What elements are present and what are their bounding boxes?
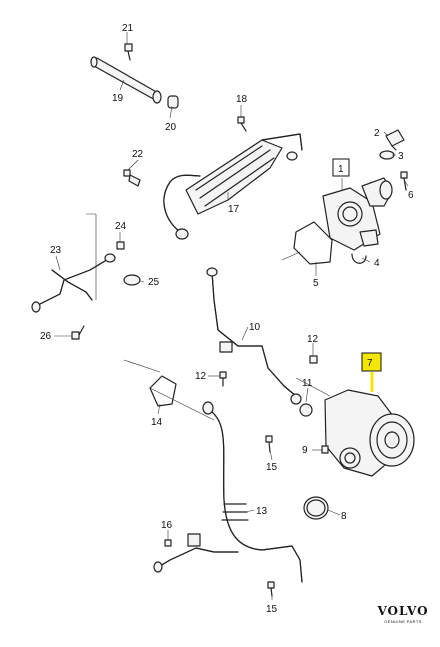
callout-22: 22 [132,149,144,160]
callout-15a: 15 [266,462,278,473]
part-2-sensor [385,129,405,151]
part-11-seal [299,403,313,417]
part-4-clip [351,253,367,264]
callout-24: 24 [115,221,127,232]
part-15-bolt-b [267,581,275,597]
callout-3: 3 [398,151,404,162]
callout-26: 26 [40,331,52,342]
callout-16: 16 [161,520,173,531]
part-19-pipe [90,56,162,104]
genuine-parts-tagline: GENUINE PARTS [384,619,422,624]
volvo-logo: VOLVO [377,604,429,618]
callout-15b: 15 [266,604,278,615]
part-7-water-pump [324,389,415,477]
part-12-bolt-a [309,355,318,364]
part-18-bolt [237,116,247,132]
callout-4: 4 [374,258,380,269]
callout-7: 7 [367,358,373,369]
part-13-pipe [153,401,303,583]
part-20-seal [167,95,179,109]
part-22-bolt [123,169,141,187]
part-14-gasket [149,375,177,407]
callout-23: 23 [50,245,62,256]
part-10-pipe [206,267,302,405]
part-3-oring [379,150,395,160]
part-23-pipe [31,253,116,313]
callout-1: 1 [338,164,344,175]
callout-18: 18 [236,94,248,105]
part-16-bolt [164,539,172,547]
callout-11: 11 [302,378,313,389]
callout-20: 20 [165,122,177,133]
highlight-callout-7 [361,352,382,392]
part-5-gasket [293,221,333,265]
part-21-bolt [124,43,133,61]
callout-1-box [332,158,350,177]
callout-8: 8 [341,511,347,522]
callout-13: 13 [256,506,268,517]
callout-5: 5 [313,278,319,289]
part-24-bolt [116,241,125,250]
callout-6: 6 [408,190,414,201]
part-15-bolt-a [265,435,273,453]
part-8-oring [303,496,329,520]
callout-12a: 12 [307,334,319,345]
callout-14: 14 [151,417,163,428]
callout-25: 25 [148,277,160,288]
callout-21: 21 [122,23,134,34]
part-26-bolt [71,325,85,340]
callout-12b: 12 [195,371,207,382]
part-6-bolt [400,171,408,191]
part-12-bolt-b [219,371,227,387]
callout-17: 17 [228,204,240,215]
callout-10: 10 [249,322,261,333]
part-1-thermostat-housing [322,177,393,251]
callout-2: 2 [374,128,380,139]
part-25-oring [123,274,141,286]
callouts: 21 19 20 18 2 3 22 1 6 17 24 23 4 5 25 2… [40,23,414,615]
leader-lines [54,32,409,600]
callout-9: 9 [302,445,308,456]
part-17-pipe [163,133,303,240]
callout-19: 19 [112,93,124,104]
part-9-bolt [321,445,329,454]
